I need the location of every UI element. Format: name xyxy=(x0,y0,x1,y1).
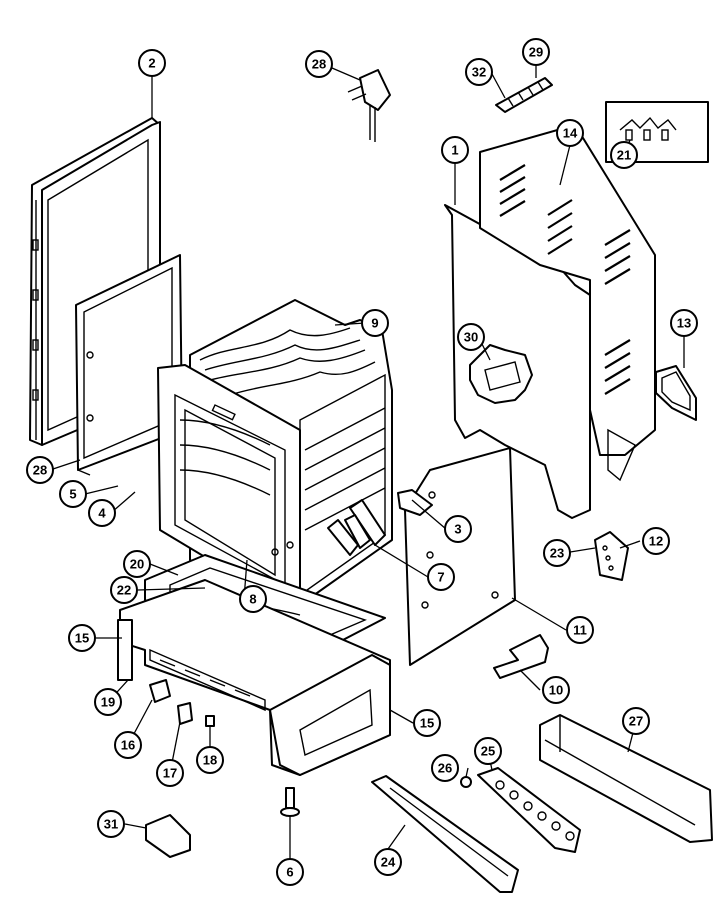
callout-15-right: 15 xyxy=(413,709,441,737)
callout-28-top: 28 xyxy=(305,50,333,78)
svg-text:15: 15 xyxy=(420,716,434,731)
base-kick-panel-part xyxy=(117,579,391,776)
svg-text:5: 5 xyxy=(69,487,76,502)
callout-19: 19 xyxy=(94,688,122,716)
control-panel-part xyxy=(460,767,581,853)
callout-3: 3 xyxy=(444,515,472,543)
callout-32: 32 xyxy=(465,58,493,86)
callout-29: 29 xyxy=(522,38,550,66)
callout-5: 5 xyxy=(59,480,87,508)
callout-26: 26 xyxy=(431,754,459,782)
svg-text:23: 23 xyxy=(550,546,564,561)
clip-parts xyxy=(149,679,215,727)
callout-15-left: 15 xyxy=(68,624,96,652)
svg-text:30: 30 xyxy=(464,330,478,345)
svg-text:28: 28 xyxy=(312,57,326,72)
terminal-block-part xyxy=(594,531,629,581)
callout-11: 11 xyxy=(566,616,594,644)
svg-text:20: 20 xyxy=(130,557,144,572)
svg-text:29: 29 xyxy=(529,45,543,60)
trim-strip-part xyxy=(371,775,519,893)
callout-8: 8 xyxy=(239,585,267,613)
svg-text:1: 1 xyxy=(451,143,458,158)
svg-text:6: 6 xyxy=(286,865,293,880)
callout-9: 9 xyxy=(361,309,389,337)
callout-2: 2 xyxy=(138,49,166,77)
callout-20: 20 xyxy=(123,550,151,578)
strain-relief-part xyxy=(495,77,553,113)
callout-24: 24 xyxy=(374,848,402,876)
backguard-part xyxy=(539,714,713,843)
svg-text:3: 3 xyxy=(454,522,461,537)
back-panel-vents xyxy=(499,164,631,395)
svg-text:4: 4 xyxy=(98,506,106,521)
svg-text:8: 8 xyxy=(249,592,256,607)
leveling-leg-part xyxy=(280,787,300,817)
svg-text:18: 18 xyxy=(203,753,217,768)
svg-text:15: 15 xyxy=(75,631,89,646)
callout-21: 21 xyxy=(610,141,638,169)
svg-text:19: 19 xyxy=(101,695,115,710)
vent-cover-part xyxy=(655,365,697,421)
callout-25: 25 xyxy=(474,737,502,765)
svg-text:7: 7 xyxy=(437,570,444,585)
callout-7: 7 xyxy=(427,563,455,591)
callout-23: 23 xyxy=(543,539,571,567)
callout-27: 27 xyxy=(622,707,650,735)
svg-text:9: 9 xyxy=(371,316,378,331)
callout-4: 4 xyxy=(88,499,116,527)
callout-6: 6 xyxy=(276,858,304,886)
callout-22: 22 xyxy=(110,576,138,604)
callout-1: 1 xyxy=(441,136,469,164)
svg-text:22: 22 xyxy=(117,583,131,598)
callout-18: 18 xyxy=(196,746,224,774)
callout-30: 30 xyxy=(457,323,485,351)
callout-10: 10 xyxy=(542,676,570,704)
callout-17: 17 xyxy=(156,759,184,787)
callout-16: 16 xyxy=(114,731,142,759)
callout-31: 31 xyxy=(97,810,125,838)
svg-text:26: 26 xyxy=(438,761,452,776)
callout-14: 14 xyxy=(556,119,584,147)
insulation-patch-part xyxy=(469,344,533,404)
svg-text:25: 25 xyxy=(481,744,495,759)
svg-text:17: 17 xyxy=(163,766,177,781)
callout-13: 13 xyxy=(670,309,698,337)
bracket-part-10 xyxy=(493,634,549,679)
wrapper-part xyxy=(145,814,191,858)
bracket-part-7 xyxy=(327,499,386,556)
oven-front-frame-part xyxy=(157,364,301,609)
callout-28-left: 28 xyxy=(26,456,54,484)
svg-text:13: 13 xyxy=(677,316,691,331)
svg-text:32: 32 xyxy=(472,65,486,80)
svg-text:14: 14 xyxy=(563,126,578,141)
svg-text:21: 21 xyxy=(617,148,631,163)
svg-text:28: 28 xyxy=(33,463,47,478)
svg-text:27: 27 xyxy=(629,714,643,729)
power-cord-part xyxy=(347,69,391,142)
side-rear-panel-part xyxy=(404,447,516,666)
svg-text:2: 2 xyxy=(148,56,155,71)
svg-text:31: 31 xyxy=(104,817,118,832)
svg-text:16: 16 xyxy=(121,738,135,753)
svg-text:11: 11 xyxy=(573,623,587,638)
svg-text:10: 10 xyxy=(549,683,563,698)
callout-12: 12 xyxy=(642,527,670,555)
svg-text:24: 24 xyxy=(381,855,396,870)
svg-text:12: 12 xyxy=(649,534,663,549)
